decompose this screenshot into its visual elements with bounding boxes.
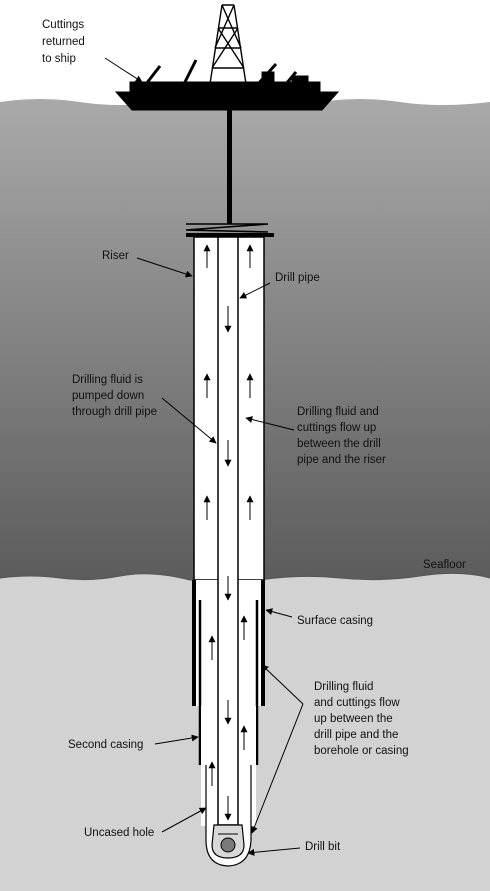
label-uncased-hole: Uncased hole <box>84 827 154 839</box>
second-casing <box>198 600 259 765</box>
surface-casing <box>192 580 196 706</box>
label-riser: Riser <box>102 250 129 262</box>
riser-break <box>185 223 269 233</box>
label-seafloor: Seafloor <box>423 559 466 571</box>
drill-ship <box>114 4 340 111</box>
label-drill-pipe: Drill pipe <box>275 272 320 284</box>
label-cuttings-returned: Cuttings returned to ship <box>42 19 88 65</box>
leader-lines <box>104 57 304 856</box>
label-surface-casing: Surface casing <box>297 615 373 627</box>
label-drill-bit: Drill bit <box>305 841 341 853</box>
surface-casing-right <box>261 580 265 706</box>
drill-bit <box>211 824 245 859</box>
label-fluid-flow-up-borehole: Drilling fluid and cuttings flow up betw… <box>314 681 409 757</box>
label-drilling-fluid-pumped: Drilling fluid is pumped down through dr… <box>72 374 157 418</box>
riser-flange <box>186 233 274 237</box>
label-second-casing: Second casing <box>68 739 143 751</box>
riser-upper <box>227 110 232 224</box>
flow-arrows <box>203 244 254 821</box>
label-fluid-flow-up-riser: Drilling fluid and cuttings flow up betw… <box>297 406 386 466</box>
